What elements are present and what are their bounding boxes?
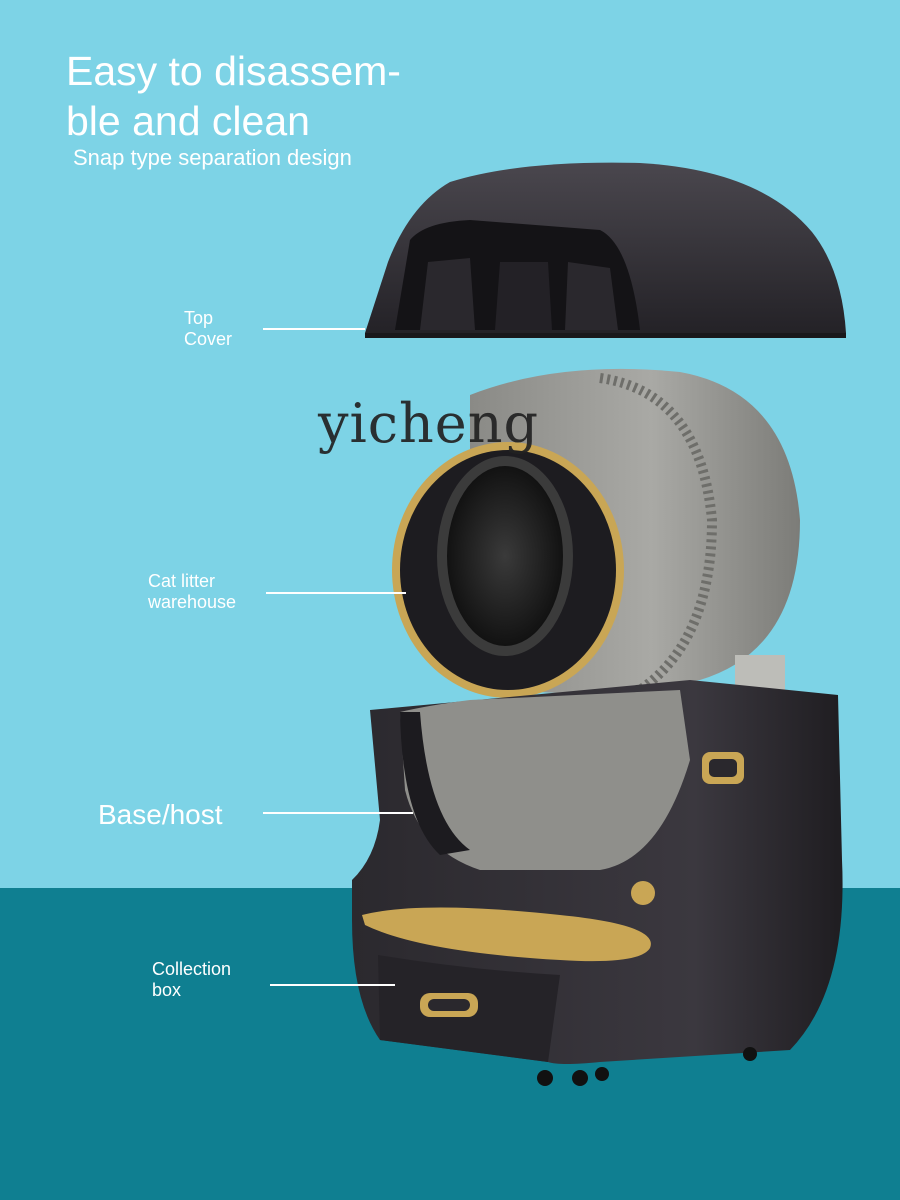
leader-collection-box [270,984,395,986]
leader-cat-litter-warehouse [266,592,406,594]
label-cat-litter-warehouse: Cat litter warehouse [148,571,237,612]
label-base-host: Base/host [98,799,223,830]
headline: Easy to disassem- ble and clean [66,48,401,144]
subhead: Snap type separation design [73,145,352,170]
label-collection-box: Collection box [152,959,232,1000]
base-host [352,680,843,1086]
label-top-cover: Top Cover [184,308,233,349]
top-cover [365,162,846,338]
drum-warehouse [392,368,800,698]
leader-top-cover [263,328,365,330]
watermark-text: yicheng [318,392,540,455]
leader-base-host [263,812,413,814]
